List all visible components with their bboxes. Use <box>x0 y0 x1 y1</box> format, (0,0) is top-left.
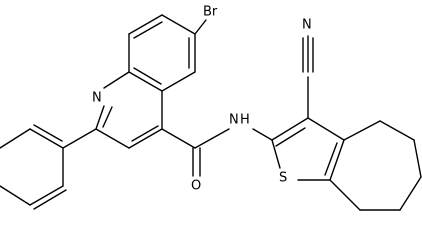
bond <box>29 185 64 206</box>
bond-inner <box>275 127 306 147</box>
bond <box>161 71 196 92</box>
phenyl-ring <box>0 124 67 210</box>
nitrile-group <box>302 35 314 119</box>
amide-group <box>161 128 273 177</box>
bond <box>343 120 381 141</box>
bond-s-c <box>271 139 281 169</box>
oxygen-label: O <box>191 179 201 194</box>
bond <box>29 128 64 149</box>
quinoline-pyridine-ring <box>95 71 163 149</box>
bond <box>128 128 163 149</box>
bond-n-c <box>95 105 105 130</box>
bond-carbonyl-n <box>194 128 230 149</box>
bond <box>413 139 422 178</box>
bond <box>161 14 196 35</box>
bond-inner <box>324 142 338 176</box>
bond <box>399 176 422 211</box>
bond-n-thiophene <box>252 128 273 141</box>
bond <box>329 139 345 181</box>
thiophene-ring <box>271 117 345 181</box>
bond-c-phenyl <box>62 128 97 149</box>
nitrile-nitrogen-label: N <box>302 18 312 33</box>
bond <box>128 71 163 92</box>
bond-inner <box>33 124 63 142</box>
ring-nitrogen-label: N <box>92 91 102 106</box>
bromine-label: Br <box>203 5 218 20</box>
bond-inner <box>133 21 163 39</box>
bond-c-n <box>103 71 130 89</box>
quinoline-benzo-ring <box>128 14 196 92</box>
bond <box>271 117 309 141</box>
amide-nitrogen-label: N <box>229 113 239 128</box>
bond-c-br <box>194 19 207 35</box>
bond-c-carbonyl <box>161 128 196 149</box>
bond <box>307 117 345 141</box>
amide-hydrogen-label: H <box>240 113 250 128</box>
bond-inner <box>131 125 159 142</box>
sulfur-label: S <box>279 171 287 186</box>
bond <box>128 14 163 35</box>
bond-n-c-inner <box>102 106 113 128</box>
bond-inner <box>33 189 67 210</box>
structure-diagram: Br N N H O S N <box>0 5 422 211</box>
molecule-canvas: Br N N H O S N <box>0 4 422 211</box>
bond <box>95 128 130 149</box>
bond <box>379 120 415 141</box>
bond-inner <box>133 67 162 85</box>
bond <box>0 185 31 206</box>
bond <box>329 179 361 211</box>
cycloheptane-ring <box>329 120 422 211</box>
bond <box>0 128 31 149</box>
